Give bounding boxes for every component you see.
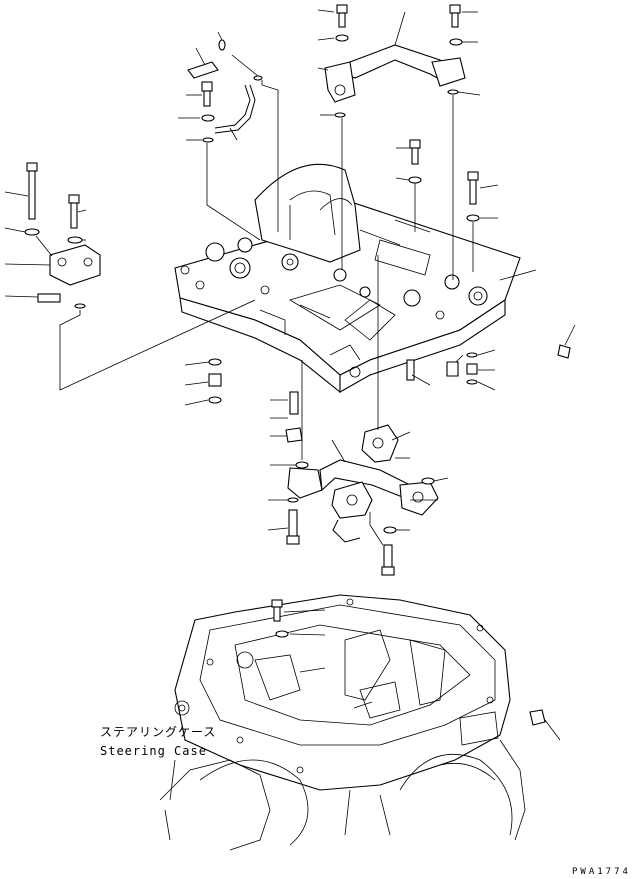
steering-case-label-jp: ステアリングケース xyxy=(100,725,216,739)
right-bolts xyxy=(408,139,571,359)
steering-case xyxy=(159,594,546,851)
drawing-code: PWA1774 xyxy=(572,867,631,877)
top-tube-assembly xyxy=(187,4,466,143)
leader-lines xyxy=(4,9,576,741)
left-column-parts xyxy=(208,352,478,443)
valve-body-holes xyxy=(180,265,445,320)
steering-case-label-en: Steering Case xyxy=(100,744,207,758)
valve-body-assembly xyxy=(174,163,521,394)
lower-tube-assembly xyxy=(286,424,439,576)
left-bracket-assembly xyxy=(24,162,101,309)
